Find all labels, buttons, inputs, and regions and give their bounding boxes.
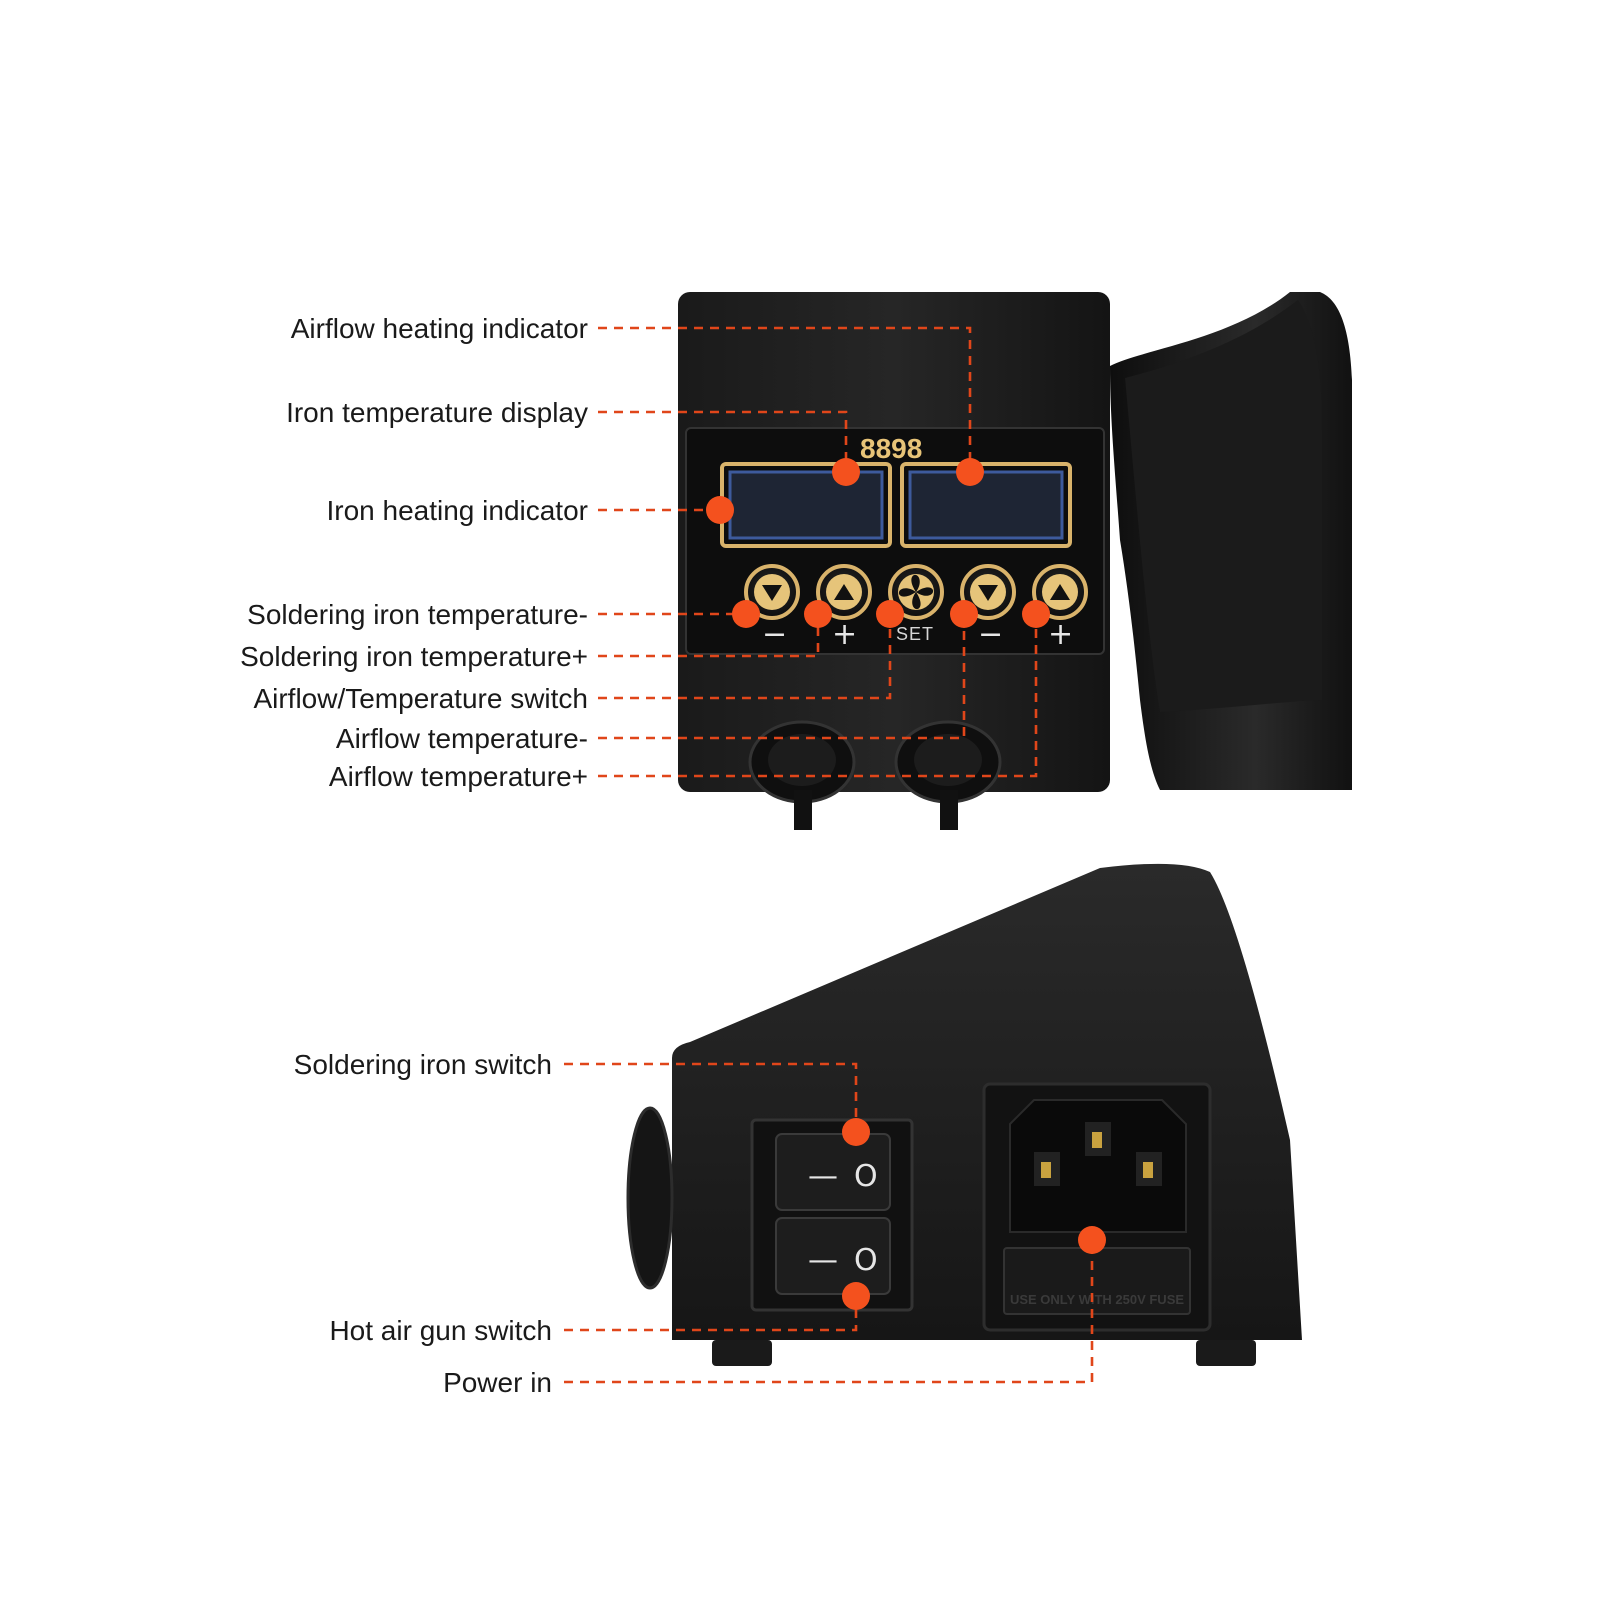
label-iron-heating-indicator: Iron heating indicator <box>326 495 588 526</box>
plus-label-1: + <box>832 617 857 652</box>
label-iron-temp-plus: Soldering iron temperature+ <box>240 641 588 672</box>
switch-off-symbol: — <box>808 1159 838 1194</box>
iron-temp-up-button[interactable] <box>816 564 872 620</box>
switch-on-symbol: O <box>854 1243 878 1278</box>
back-callout-labels: Soldering iron switch Hot air gun switch… <box>294 1049 552 1398</box>
label-airflow-temp-plus: Airflow temperature+ <box>329 761 588 792</box>
iron-connector <box>748 720 856 830</box>
label-airflow-temp-minus: Airflow temperature- <box>336 723 588 754</box>
front-view: 8898 <box>678 292 1352 830</box>
front-callout-dots <box>706 458 1050 628</box>
label-soldering-iron-switch: Soldering iron switch <box>294 1049 552 1080</box>
air-temp-down-button[interactable] <box>960 564 1016 620</box>
back-leader-lines <box>564 1062 1094 1384</box>
fuse-warning-text: USE ONLY WITH 250V FUSE <box>1010 1292 1184 1307</box>
foot-left <box>712 1340 772 1366</box>
set-button[interactable] <box>888 564 944 620</box>
airflow-temperature-display <box>900 462 1072 548</box>
minus-label-1: − <box>762 617 787 652</box>
iron-temperature-display <box>720 462 892 548</box>
switch-off-symbol: — <box>808 1243 838 1278</box>
front-leader-lines <box>598 326 1038 778</box>
set-label: SET <box>896 624 934 644</box>
label-power-in: Power in <box>443 1367 552 1398</box>
label-iron-temp-minus: Soldering iron temperature- <box>247 599 588 630</box>
cradle-inner-curve <box>1125 300 1322 712</box>
air-temp-up-button[interactable] <box>1032 564 1088 620</box>
label-airflow-temp-switch: Airflow/Temperature switch <box>253 683 588 714</box>
hot-air-connector <box>894 720 1002 830</box>
iron-temp-down-button[interactable] <box>744 564 800 620</box>
minus-label-2: − <box>978 617 1003 652</box>
back-callout-dots <box>842 1118 1106 1310</box>
model-number: 8898 <box>860 433 922 464</box>
foot-right <box>1196 1340 1256 1366</box>
label-hot-air-gun-switch: Hot air gun switch <box>329 1315 552 1346</box>
switch-on-symbol: O <box>854 1159 878 1194</box>
front-callout-labels: Airflow heating indicator Iron temperatu… <box>240 313 588 792</box>
label-airflow-heating-indicator: Airflow heating indicator <box>291 313 588 344</box>
hot-air-gun-rocker-switch[interactable]: — O <box>775 1217 891 1295</box>
side-connector-knob <box>626 1106 674 1290</box>
back-view: — O — O USE ONLY WITH 250V FUSE <box>626 863 1302 1366</box>
power-inlet: USE ONLY WITH 250V FUSE <box>982 1082 1212 1332</box>
soldering-iron-rocker-switch[interactable]: — O <box>775 1133 891 1211</box>
plus-label-2: + <box>1048 617 1073 652</box>
label-iron-temperature-display: Iron temperature display <box>286 397 588 428</box>
